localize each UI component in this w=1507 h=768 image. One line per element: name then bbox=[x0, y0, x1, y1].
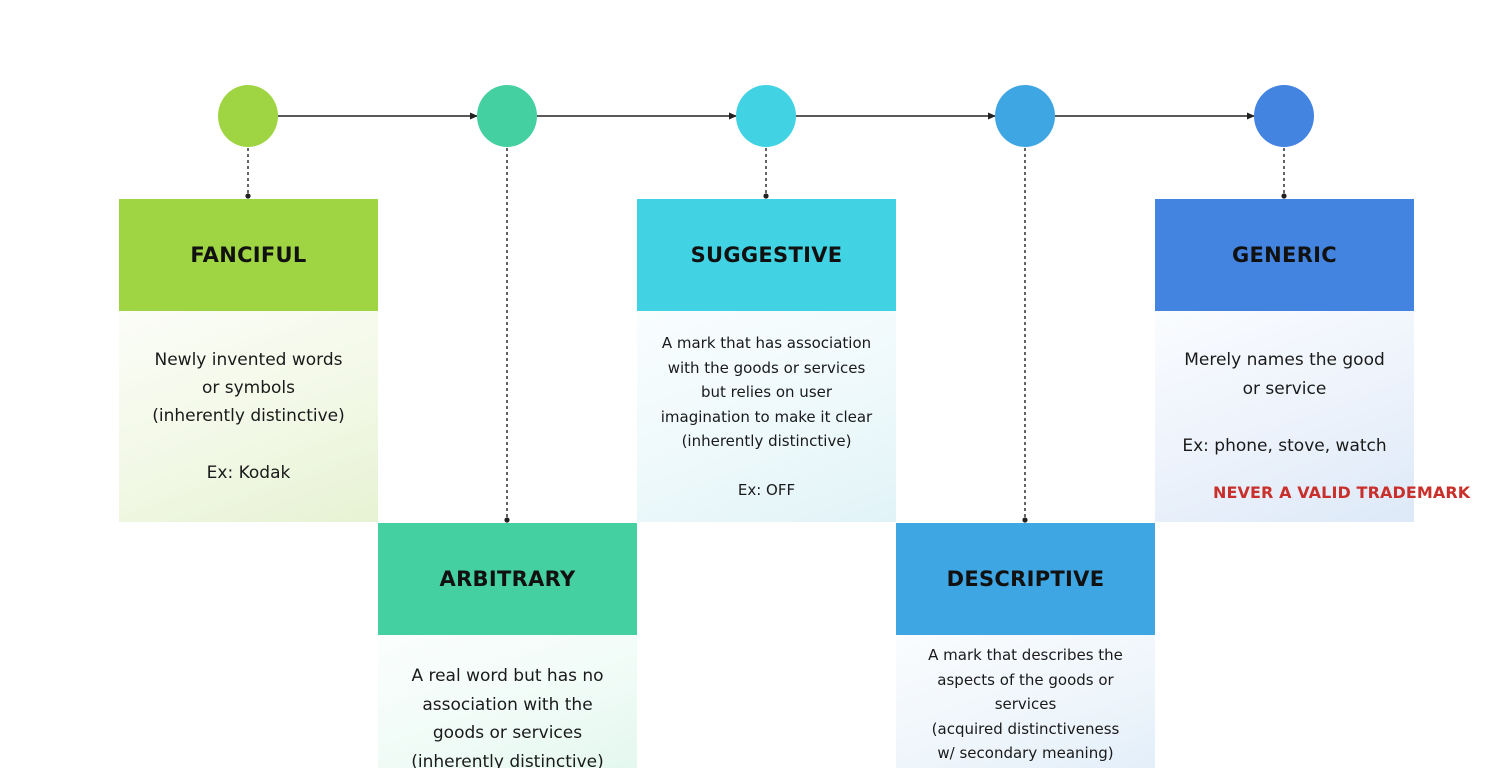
card-descriptive-header: DESCRIPTIVE bbox=[896, 523, 1155, 635]
card-suggestive-line: with the goods or services bbox=[667, 358, 866, 377]
card-arbitrary-line: A real word but has no bbox=[411, 666, 604, 686]
card-generic-line: or service bbox=[1242, 379, 1327, 399]
card-fanciful-line: or symbols bbox=[201, 378, 296, 398]
card-suggestive-line: imagination to make it clear bbox=[660, 407, 873, 426]
card-descriptive-body: A mark that describes the aspects of the… bbox=[896, 635, 1155, 768]
card-fanciful-example: Ex: Kodak bbox=[206, 463, 291, 483]
card-arbitrary: ARBITRARY A real word but has no associa… bbox=[378, 523, 637, 768]
card-arbitrary-body: A real word but has no association with … bbox=[378, 635, 637, 768]
card-fanciful-body: Newly invented words or symbols (inheren… bbox=[119, 311, 378, 522]
node-generic bbox=[1254, 85, 1314, 147]
card-fanciful-header: FANCIFUL bbox=[119, 199, 378, 311]
card-descriptive-line: aspects of the goods or bbox=[937, 670, 1114, 689]
card-generic-example: Ex: phone, stove, watch bbox=[1182, 436, 1387, 456]
card-descriptive: DESCRIPTIVE A mark that describes the as… bbox=[896, 523, 1155, 768]
card-fanciful: FANCIFUL Newly invented words or symbols… bbox=[119, 199, 378, 522]
card-generic: GENERIC Merely names the good or service… bbox=[1155, 199, 1414, 522]
card-arbitrary-title: ARBITRARY bbox=[439, 567, 576, 591]
card-fanciful-line: Newly invented words bbox=[154, 350, 343, 370]
generic-warning-label: NEVER A VALID TRADEMARK bbox=[1213, 483, 1471, 502]
card-arbitrary-header: ARBITRARY bbox=[378, 523, 637, 635]
connector-dot-descriptive bbox=[1022, 517, 1028, 523]
card-fanciful-line: (inherently distinctive) bbox=[152, 406, 345, 426]
node-arbitrary bbox=[477, 85, 537, 147]
card-suggestive-body: A mark that has association with the goo… bbox=[637, 311, 896, 522]
connector-dot-suggestive bbox=[763, 193, 769, 199]
node-descriptive bbox=[995, 85, 1055, 147]
card-suggestive-title: SUGGESTIVE bbox=[690, 243, 843, 267]
card-suggestive-line: but relies on user bbox=[700, 383, 833, 401]
card-generic-body: Merely names the good or service Ex: pho… bbox=[1155, 311, 1414, 522]
connector-dot-fanciful bbox=[245, 193, 251, 199]
card-generic-title: GENERIC bbox=[1232, 243, 1337, 267]
card-suggestive-header: SUGGESTIVE bbox=[637, 199, 896, 311]
connector-dot-generic bbox=[1281, 193, 1287, 199]
card-descriptive-title: DESCRIPTIVE bbox=[946, 567, 1105, 591]
card-suggestive-line: (inherently distinctive) bbox=[681, 432, 852, 450]
card-arbitrary-line: association with the bbox=[422, 694, 593, 715]
card-descriptive-line: A mark that describes the bbox=[928, 646, 1123, 664]
card-descriptive-line: (acquired distinctiveness bbox=[931, 719, 1120, 738]
card-arbitrary-line: (inherently distinctive) bbox=[411, 751, 604, 768]
connector-dot-arbitrary bbox=[504, 517, 510, 523]
card-generic-line: Merely names the good bbox=[1184, 350, 1385, 370]
card-arbitrary-line: goods or services bbox=[432, 723, 583, 743]
card-descriptive-line: w/ secondary meaning) bbox=[937, 744, 1114, 762]
card-descriptive-line: services bbox=[994, 695, 1057, 713]
node-suggestive bbox=[736, 85, 796, 147]
card-suggestive-example: Ex: OFF bbox=[737, 480, 796, 499]
card-suggestive-line: A mark that has association bbox=[661, 334, 872, 352]
card-fanciful-title: FANCIFUL bbox=[190, 243, 307, 267]
card-generic-header: GENERIC bbox=[1155, 199, 1414, 311]
node-fanciful bbox=[218, 85, 278, 147]
card-suggestive: SUGGESTIVE A mark that has association w… bbox=[637, 199, 896, 522]
